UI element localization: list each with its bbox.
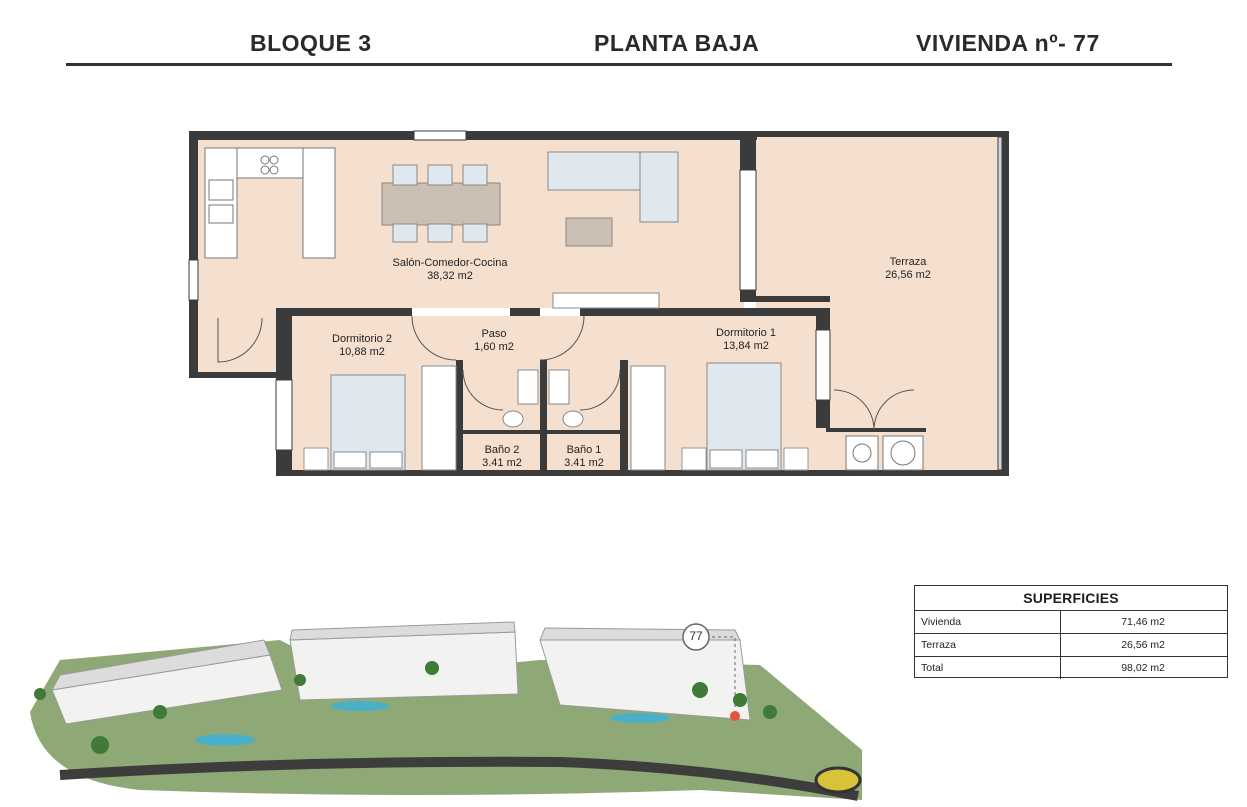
floor-title: PLANTA BAJA [594,30,760,56]
row-label: Total [921,662,944,674]
room-terraza: Terraza 26,56 m2 [848,256,968,282]
room-name: Baño 2 [484,444,520,456]
room-area: 3.41 m2 [564,457,604,469]
room-salon: Salón-Comedor-Cocina 38,32 m2 [380,257,520,283]
dining-set [381,164,501,243]
column-divider [1060,657,1061,679]
row-value: 71,46 m2 [1121,616,1165,628]
room-name: Terraza [889,256,927,268]
table-row: Total 98,02 m2 [915,657,1227,679]
room-name: Dormitorio 1 [716,327,776,339]
unit-marker-number: 77 [689,629,703,643]
doors [217,315,915,431]
superficies-title: SUPERFICIES [915,586,1227,611]
room-name: Baño 1 [566,444,602,456]
row-label: Terraza [921,639,957,651]
room-bano-2: Baño 2 3.41 m2 [465,444,539,470]
column-divider [1060,634,1061,656]
room-dormitorio-1: Dormitorio 1 13,84 m2 [696,327,796,353]
bath-fixtures [502,369,584,428]
table-row: Vivienda 71,46 m2 [915,611,1227,634]
laundry [845,435,924,471]
room-area: 26,56 m2 [885,269,931,281]
room-area: 1,60 m2 [474,341,514,353]
superficies-table: SUPERFICIES Vivienda 71,46 m2 Terraza 26… [914,585,1228,679]
room-bano-1: Baño 1 3.41 m2 [547,444,621,470]
bed-dormitorio-2 [303,374,406,471]
room-name: Salón-Comedor-Cocina [392,257,508,269]
room-paso: Paso 1,60 m2 [454,328,534,354]
row-value: 98,02 m2 [1121,662,1165,674]
kitchen-counter [204,147,336,259]
room-name: Paso [481,328,507,340]
windows [188,130,1003,471]
sofa [547,151,679,223]
row-label: Vivienda [921,616,962,628]
wardrobes [421,365,666,471]
room-name: Dormitorio 2 [332,333,392,345]
table-row: Terraza 26,56 m2 [915,634,1227,657]
room-area: 38,32 m2 [427,270,473,282]
block-title: BLOQUE 3 [250,30,372,56]
unit-title: VIVIENDA nº- 77 [916,30,1100,56]
column-divider [1060,611,1061,633]
header-rule [66,63,1172,66]
tv-unit [552,292,660,309]
row-value: 26,56 m2 [1121,639,1165,651]
room-area: 10,88 m2 [339,346,385,358]
room-area: 13,84 m2 [723,340,769,352]
bed-dormitorio-1 [681,362,809,471]
room-dormitorio-2: Dormitorio 2 10,88 m2 [314,333,410,359]
coffee-table [565,217,613,247]
room-area: 3.41 m2 [482,457,522,469]
